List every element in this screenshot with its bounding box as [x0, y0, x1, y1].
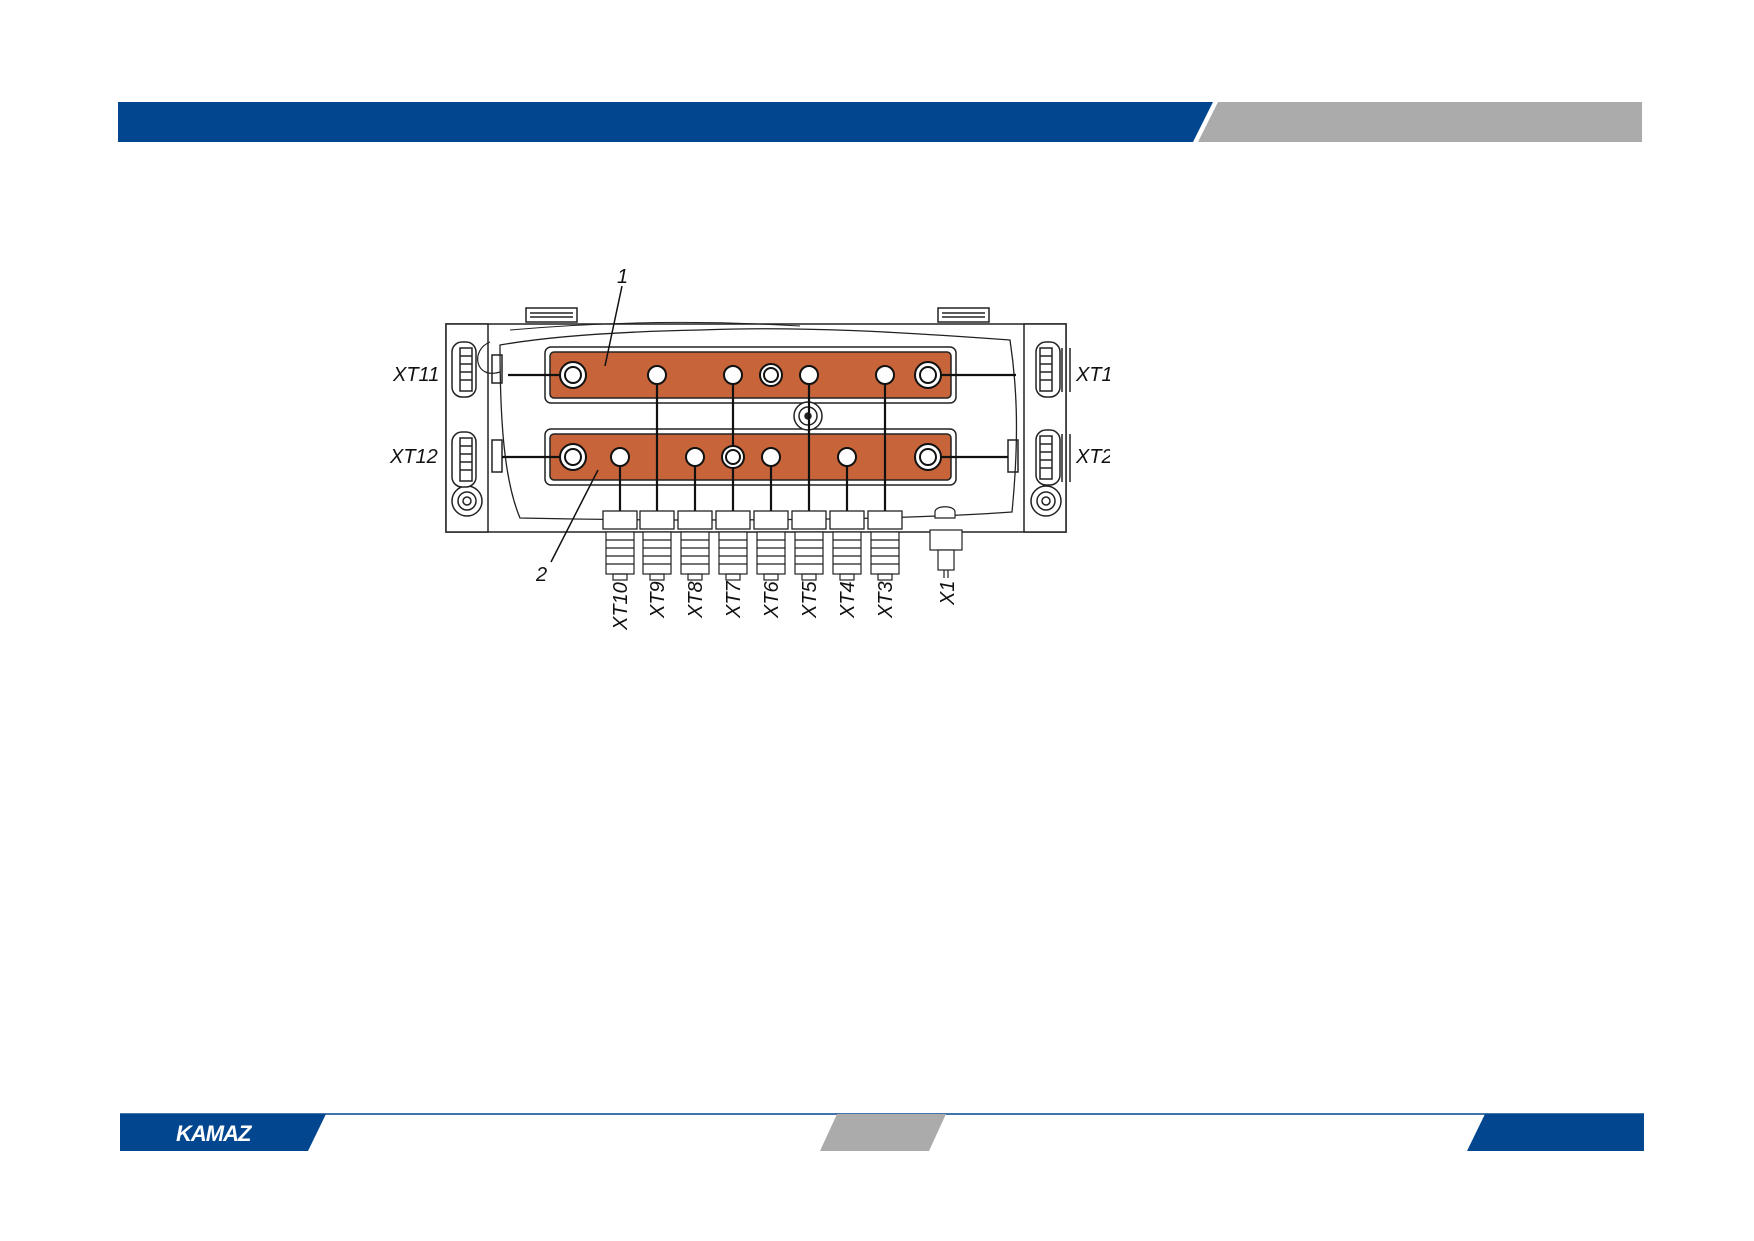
top-right-bracket	[937, 307, 990, 323]
connector-xt5-label: XT5	[799, 580, 821, 619]
connector-xt1-label: XT1	[1075, 364, 1113, 386]
callout-2-leader	[550, 469, 599, 563]
connector-xt10-label: XT10	[610, 582, 632, 631]
footer-right-block	[1467, 1114, 1644, 1151]
footer-gray-block	[820, 1114, 946, 1151]
connector-xt6-label: XT6	[761, 580, 783, 619]
footer-logo-block	[120, 1114, 326, 1151]
connector-xt12-label: XT12	[389, 446, 438, 468]
connector-xt8-label: XT8	[685, 581, 707, 619]
connector-xt7-label: XT7	[723, 580, 745, 619]
x1-connector	[929, 506, 963, 578]
mounting-hole-left	[451, 485, 483, 517]
callout-1-leader	[604, 285, 623, 367]
kamaz-logo: KAMAZ	[176, 1121, 253, 1146]
busbar-top-studs	[559, 361, 942, 389]
busbar-bottom-studs	[559, 443, 942, 471]
connector-xt11-label: XT11	[392, 364, 439, 386]
bottom-connector-row	[602, 510, 903, 530]
top-left-bracket	[525, 307, 578, 323]
housing-cover-outline	[499, 328, 1018, 521]
callout-1-label: 1	[617, 266, 628, 288]
side-connector-left-top	[451, 341, 503, 398]
bottom-connector-plugs	[605, 531, 900, 581]
connector-x1-label: X1	[937, 581, 959, 606]
connector-xt3-label: XT3	[875, 581, 897, 619]
side-connector-right-top	[1035, 341, 1071, 398]
side-connector-left-bottom	[451, 431, 503, 488]
connector-xt9-label: XT9	[647, 581, 669, 619]
side-connector-right-bottom	[1007, 429, 1071, 486]
wiring	[502, 373, 1016, 515]
connector-xt4-label: XT4	[837, 581, 859, 619]
connector-xt2-label: XT2	[1075, 446, 1113, 468]
callout-2-label: 2	[535, 564, 547, 586]
mounting-hole-right	[1030, 485, 1062, 517]
